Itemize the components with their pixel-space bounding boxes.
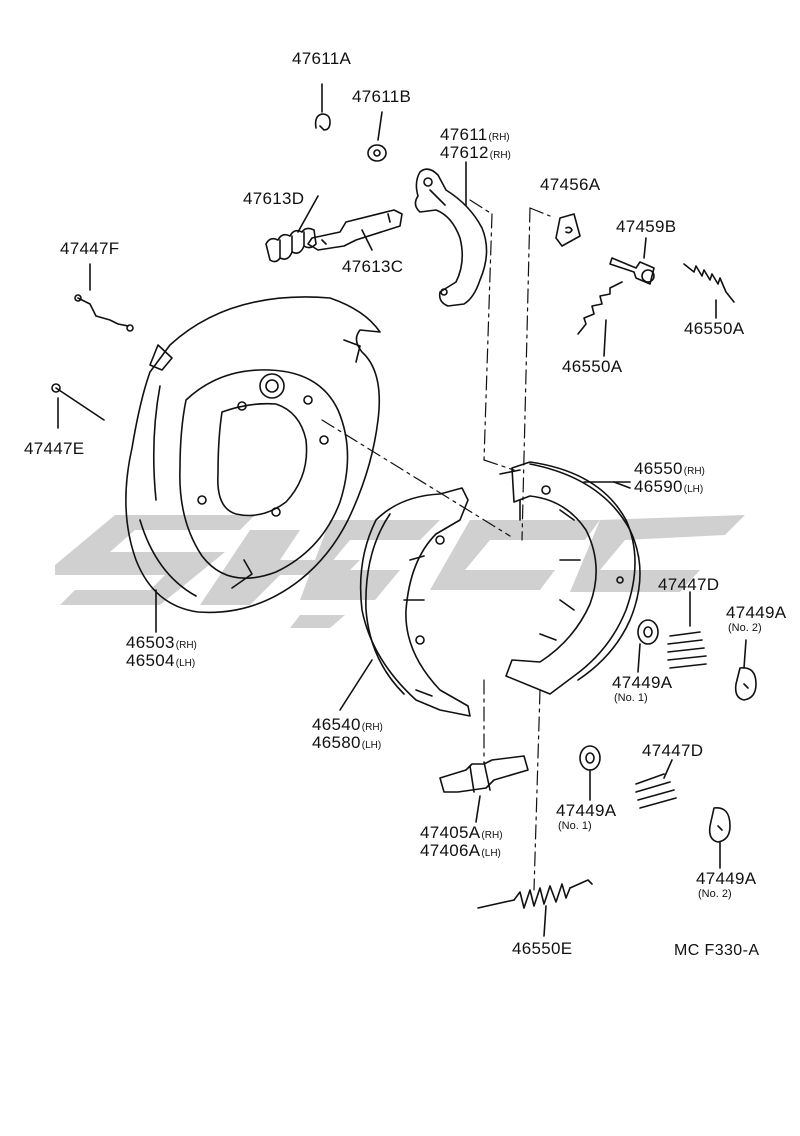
label-46540: 46540(RH) (312, 715, 383, 734)
label-47447e: 47447E (24, 439, 85, 458)
note-47449a-no2-upper: (No. 2) (728, 622, 762, 634)
label-47611b: 47611B (352, 87, 412, 106)
diagram-code: MC F330-A (674, 942, 760, 959)
backing-plate (125, 296, 381, 633)
label-47449a-no2-lower: 47449A (696, 869, 757, 888)
label-47447d-upper: 47447D (658, 575, 720, 594)
spring-46550a-right (683, 263, 735, 319)
label-46550e: 46550E (512, 939, 573, 958)
note-47449a-no1-lower: (No. 1) (558, 820, 592, 832)
label-46590: 46590(LH) (634, 477, 704, 496)
label-46550: 46550(RH) (634, 459, 705, 478)
guide-lines (321, 199, 551, 891)
spring-47447d-lower (635, 759, 677, 809)
clip-47611a (314, 83, 331, 131)
label-47611: 47611(RH) (440, 125, 510, 144)
label-47447d-lower: 47447D (642, 741, 704, 760)
label-46550a-right: 46550A (684, 319, 745, 338)
spring-47447d-upper (667, 591, 707, 669)
spring-47613d (265, 195, 319, 263)
washer-47449a-no2-lower (708, 807, 731, 869)
label-47449a-no2-upper: 47449A (726, 603, 787, 622)
label-47406a: 47406A(LH) (420, 841, 501, 860)
label-47613d: 47613D (243, 189, 305, 208)
label-47449a-no1-upper: 47449A (612, 673, 673, 692)
clip-47456a (555, 213, 581, 247)
label-47456a: 47456A (540, 175, 601, 194)
washer-47449a-no2-upper (734, 639, 757, 701)
label-47405a: 47405A(RH) (420, 823, 503, 842)
label-47613c: 47613C (342, 257, 404, 276)
strut-47613c (307, 209, 403, 251)
note-47449a-no2-lower: (No. 2) (698, 888, 732, 900)
parking-lever-47611 (414, 161, 488, 307)
label-46504: 46504(LH) (126, 651, 196, 670)
spring-46550e (477, 879, 593, 937)
label-47449a-no1-lower: 47449A (556, 801, 617, 820)
brake-shoe-46540 (339, 487, 471, 717)
adjuster-47405a (439, 755, 529, 823)
spring-46550a-left (577, 281, 623, 357)
cup-47449a-no1-upper (637, 619, 659, 673)
label-46580: 46580(LH) (312, 733, 382, 752)
washer-47611b (367, 111, 387, 162)
label-46550a-left: 46550A (562, 357, 623, 376)
note-47449a-no1-upper: (No. 1) (614, 692, 648, 704)
watermark-logo (55, 515, 745, 628)
label-47612: 47612(RH) (440, 143, 511, 162)
adjust-pin-47459b (609, 237, 655, 285)
cup-47449a-no1-lower (579, 745, 601, 801)
label-47611a: 47611A (292, 49, 352, 68)
label-47447f: 47447F (60, 239, 120, 258)
pin-47447f (74, 263, 134, 332)
pin-47447e (51, 383, 105, 429)
label-47459b: 47459B (616, 217, 677, 236)
label-46503: 46503(RH) (126, 633, 197, 652)
brake-shoe-46550 (505, 461, 641, 695)
